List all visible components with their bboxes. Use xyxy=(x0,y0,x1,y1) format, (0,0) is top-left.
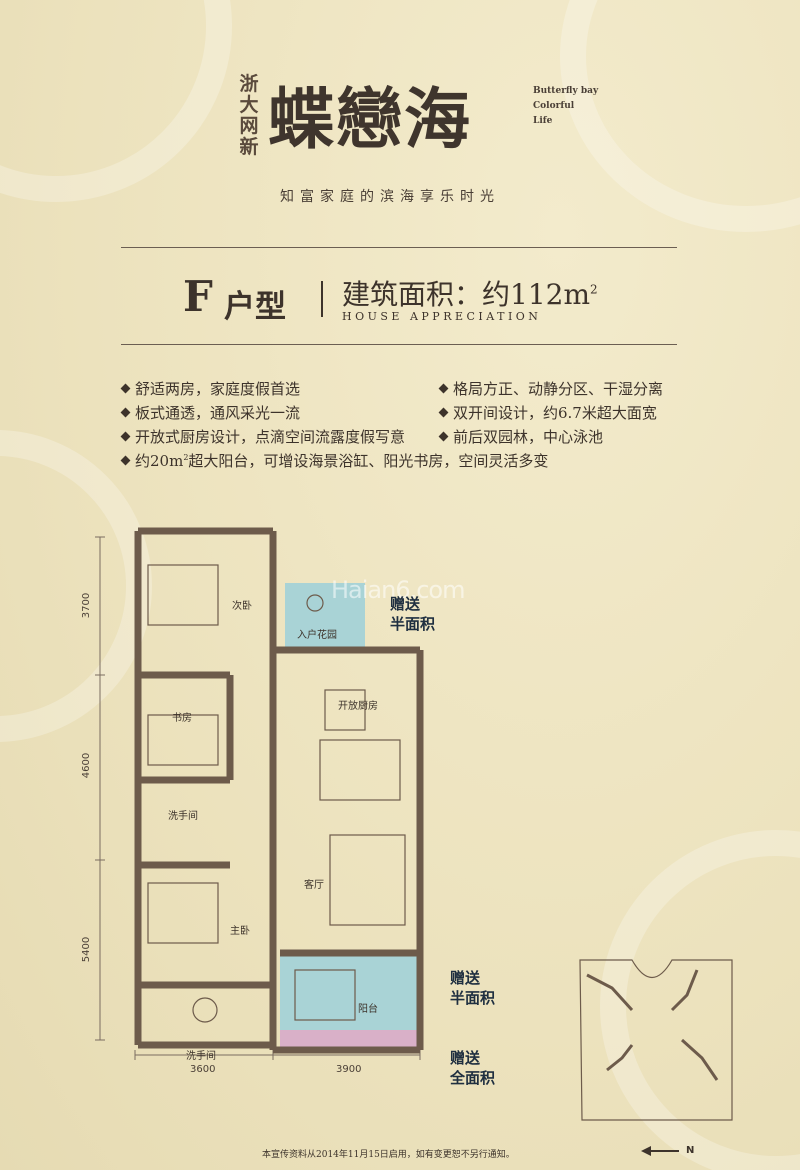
room-label: 阳台 xyxy=(358,1004,378,1015)
room-label: 开放厨房 xyxy=(338,701,378,712)
room-label: 客厅 xyxy=(304,880,324,891)
dimension-label: 3600 xyxy=(190,1064,216,1075)
building-area: 建筑面积：约112m2 xyxy=(342,278,598,311)
gift-note: 赠送半面积 xyxy=(390,595,436,633)
unit-letter: F xyxy=(183,272,213,321)
site-map xyxy=(579,959,733,1121)
project-logo: 蝶戀海 xyxy=(268,80,472,158)
room-label: 次卧 xyxy=(232,601,252,612)
house-appreciation: HOUSE APPRECIATION xyxy=(342,310,542,323)
feature-item: 格局方正、动静分区、干湿分离 xyxy=(438,378,663,399)
feature-item: 双开间设计，约6.7米超大面宽 xyxy=(438,402,657,423)
slogan: 知富家庭的滨海享乐时光 xyxy=(280,189,500,205)
feature-item: 前后双园林，中心泳池 xyxy=(438,426,603,447)
gift-note: 赠送半面积 xyxy=(450,969,496,1007)
feature-item: 约20m2超大阳台，可增设海景浴缸、阳光书房，空间灵活多变 xyxy=(120,450,548,471)
developer-name: 浙大网新 xyxy=(239,73,259,158)
dimension-label: 5400 xyxy=(81,936,93,963)
room-label: 主卧 xyxy=(230,926,250,937)
dimension-label: 3900 xyxy=(336,1064,362,1075)
dimension-label: 4600 xyxy=(81,752,93,779)
north-arrow-icon xyxy=(641,1146,679,1156)
divider xyxy=(121,247,677,248)
feature-item: 舒适两房，家庭度假首选 xyxy=(120,378,300,399)
gift-note: 赠送全面积 xyxy=(450,1049,496,1087)
project-english-name: Butterfly bay Colorful Life xyxy=(533,86,599,126)
watermark: Haian6.com xyxy=(331,576,465,604)
room-label: 书房 xyxy=(172,713,192,724)
room-label: 入户花园 xyxy=(297,630,337,641)
north-label: N xyxy=(686,1145,695,1156)
floor-plan xyxy=(95,527,424,815)
disclaimer: 本宣传资料从2014年11月15日启用，如有变更恕不另行通知。 xyxy=(262,1150,515,1160)
divider xyxy=(121,344,677,345)
floor-plan-lower xyxy=(95,815,424,1060)
feature-item: 开放式厨房设计，点滴空间流露度假写意 xyxy=(120,426,405,447)
header-separator xyxy=(321,281,323,317)
room-label: 洗手间 xyxy=(168,811,198,822)
room-label: 洗手间 xyxy=(186,1051,216,1062)
feature-item: 板式通透，通风采光一流 xyxy=(120,402,300,423)
decorative-swirl xyxy=(0,0,232,202)
unit-type-label: 户型 xyxy=(224,289,286,325)
dimension-label: 3700 xyxy=(81,592,93,619)
